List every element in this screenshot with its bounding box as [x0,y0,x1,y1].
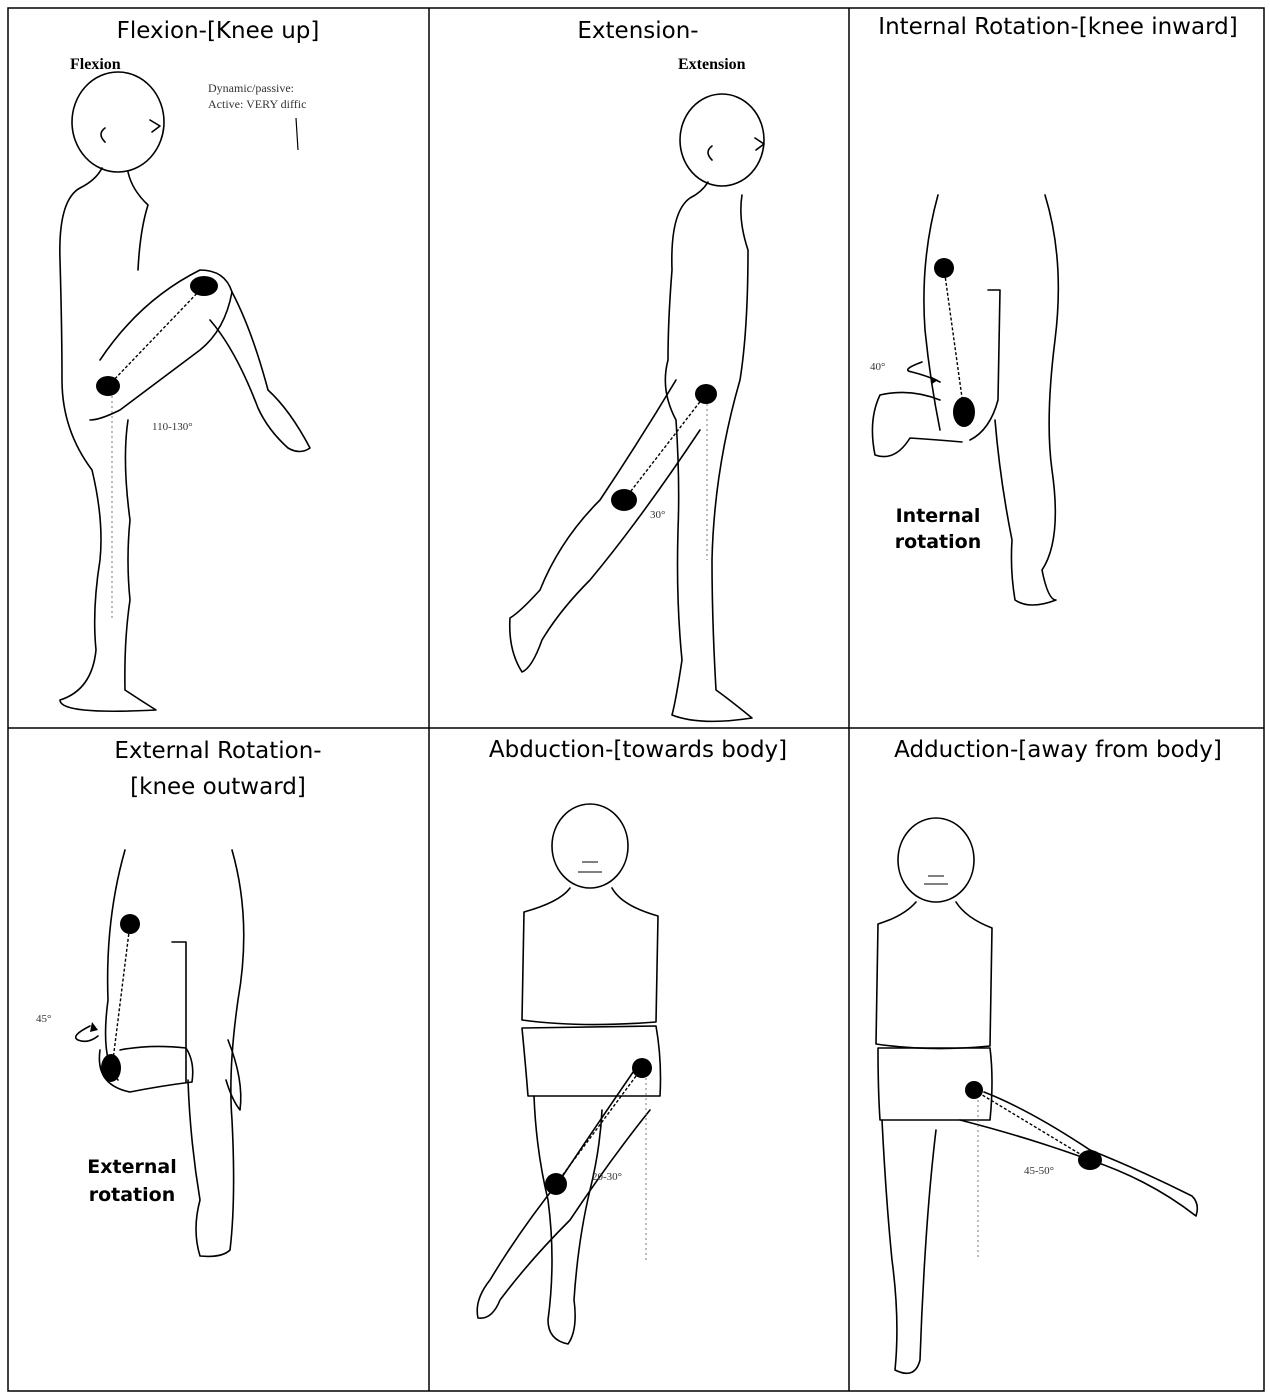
figure-internal-rotation: 40° Internal rotation [870,195,1058,605]
rotation-label-line-1: Internal [896,505,981,527]
angle-label: 110-130° [152,421,193,433]
hip-joint-marker [96,376,120,396]
panel-heading: Abduction-[towards body] [489,737,787,763]
panel-heading-line-1: External Rotation- [114,738,321,764]
panel-external-rotation: External Rotation- [knee outward] 45° Ex… [36,738,322,1256]
hip-joint-marker [632,1058,652,1078]
knee-joint-marker [953,397,975,427]
hip-joint-marker [120,914,140,934]
inner-label: Flexion [70,56,121,73]
inner-label: Extension [678,56,746,73]
knee-joint-marker [190,276,218,296]
panel-internal-rotation: Internal Rotation-[knee inward] 40° Inte… [870,14,1238,605]
angle-label: 30° [650,509,665,521]
hip-joint-marker [695,384,717,404]
rotation-label-line-2: rotation [895,531,982,553]
knee-joint-marker [545,1173,567,1195]
panel-heading: Internal Rotation-[knee inward] [878,14,1237,40]
figure-hip-extension: 30° [510,94,764,721]
angle-label: 45° [36,1013,51,1025]
knee-joint-marker [101,1054,121,1082]
handwritten-note-line-1: Dynamic/passive: [208,81,294,95]
knee-joint-marker [611,489,637,511]
panel-abduction: Abduction-[towards body] 20-30° [477,737,787,1344]
rotation-label-line-2: rotation [89,1184,176,1206]
handwritten-note-line-2: Active: VERY diffic [208,97,306,111]
angle-label: 45-50° [1024,1165,1054,1177]
panel-heading: Flexion-[Knee up] [117,18,320,44]
figure-external-rotation: 45° External rotation [36,850,244,1256]
rotation-label-line-1: External [87,1156,176,1178]
panel-heading: Extension- [577,18,698,44]
panel-grid [8,8,1264,1391]
panel-heading: Adduction-[away from body] [894,737,1222,763]
hip-joint-marker [965,1081,983,1099]
figure-adduction: 45-50° [876,818,1197,1373]
panel-flexion: Flexion-[Knee up] Flexion Dynamic/passiv… [60,18,320,711]
knee-joint-marker [1078,1150,1102,1170]
panel-extension: Extension- Extension 30° [510,18,764,721]
hip-joint-marker [934,258,954,278]
figure-abduction: 20-30° [477,804,660,1344]
angle-label: 40° [870,361,885,373]
panel-heading-line-2: [knee outward] [130,774,306,800]
panel-adduction: Adduction-[away from body] 45-50° [876,737,1222,1373]
angle-label: 20-30° [592,1171,622,1183]
figure-hip-flexion: 110-130° [60,72,310,711]
